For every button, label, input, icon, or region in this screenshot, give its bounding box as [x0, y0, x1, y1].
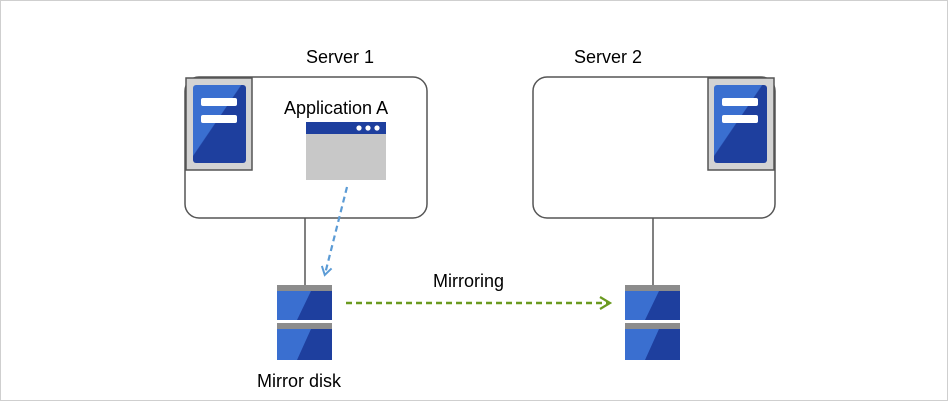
server-2-icon — [707, 77, 775, 171]
server-2-title: Server 2 — [574, 47, 643, 67]
application-label: Application A — [284, 98, 389, 118]
server-1-title: Server 1 — [306, 47, 375, 67]
application-window-icon — [306, 122, 386, 180]
application-write-arrow — [320, 186, 349, 277]
mirror-disk-label: Mirror disk — [257, 371, 341, 391]
mirror-disk-icon — [277, 285, 332, 360]
mirroring-label: Mirroring — [433, 271, 505, 291]
server-1-icon — [185, 77, 253, 171]
server-2-disk-icon — [625, 285, 680, 360]
